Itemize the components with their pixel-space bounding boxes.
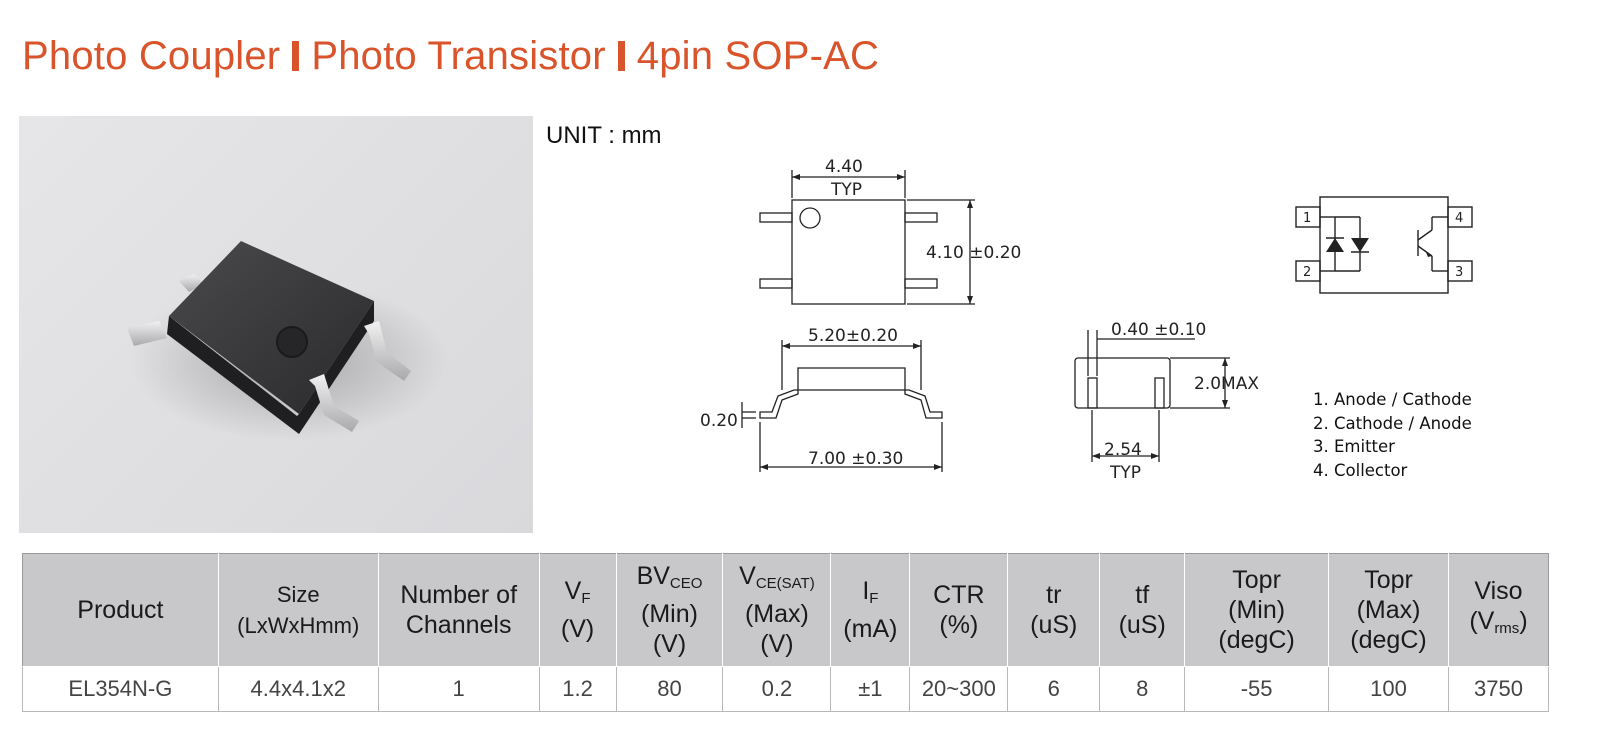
dim-side-body: 5.20±0.20 — [808, 326, 898, 346]
table-row: EL354N-G 4.4x4.1x2 1 1.2 80 0.2 ±1 20~30… — [22, 666, 1550, 712]
dim-side-lead: 0.20 — [700, 411, 738, 431]
cell-vcesat: 0.2 — [722, 666, 832, 712]
pin1-marker — [276, 326, 308, 358]
chip-lead — [127, 321, 167, 346]
top-view-pin1-marker — [799, 207, 821, 229]
col-header-topr-min: Topr(Min)(degC) — [1184, 553, 1330, 667]
col-header-if: IF(mA) — [830, 553, 911, 667]
cell-product: EL354N-G — [22, 666, 219, 712]
cell-if: ±1 — [830, 666, 911, 712]
pin-item: 2. Cathode / Anode — [1313, 413, 1472, 433]
schematic-package — [1319, 196, 1449, 294]
title-part-type: Photo Transistor — [311, 34, 606, 78]
cell-vf: 1.2 — [538, 666, 617, 712]
page-title: Photo Coupler Photo Transistor 4pin SOP-AC — [22, 34, 879, 79]
chip-lead — [364, 321, 411, 381]
cell-topr-max: 100 — [1328, 666, 1449, 712]
dim-top-width: 4.40 — [825, 157, 863, 177]
dim-top-width-typ: TYP — [830, 180, 862, 200]
cell-channels: 1 — [377, 666, 540, 712]
cell-ctr: 20~300 — [909, 666, 1009, 712]
chip-body — [169, 241, 374, 414]
circuit-schematic: 1 2 3 4 — [1295, 196, 1473, 294]
schematic-pin-label: 4 — [1455, 211, 1463, 226]
pin-item: 3. Emitter — [1313, 437, 1395, 456]
col-header-size: Size(LxWxHmm) — [217, 553, 379, 667]
col-header-viso: Viso(Vrms) — [1447, 553, 1550, 667]
end-view-body — [1074, 357, 1171, 409]
col-header-product: Product — [22, 553, 219, 667]
col-header-tr: tr(uS) — [1007, 553, 1101, 667]
dim-side-total: 7.00 ±0.30 — [808, 449, 903, 469]
col-header-bvceo: BVCEO(Min)(V) — [615, 553, 724, 667]
dimension-drawing: 4.40 TYP 4.10 ±0.20 5.20±0.20 7.00 ±0.30… — [700, 157, 1259, 483]
led-diode — [1351, 238, 1369, 252]
dim-end-height: 2.0MAX — [1194, 374, 1259, 394]
dim-end-pitch: 2.54 — [1104, 440, 1142, 460]
col-header-vcesat: VCE(SAT)(Max)(V) — [722, 553, 832, 667]
unit-label: UNIT : mm — [546, 122, 662, 149]
col-header-tf: tf(uS) — [1099, 553, 1186, 667]
chip-lead — [179, 274, 204, 292]
cell-topr-min: -55 — [1184, 666, 1330, 712]
col-header-topr-max: Topr(Max)(degC) — [1328, 553, 1449, 667]
led-diode — [1326, 238, 1344, 252]
schematic-pin-label: 1 — [1303, 211, 1311, 226]
chip-lead — [309, 374, 359, 432]
pin-item: 4. Collector — [1313, 460, 1408, 480]
title-part-category: Photo Coupler — [22, 34, 281, 78]
cell-tr: 6 — [1007, 666, 1101, 712]
dim-end-lead: 0.40 ±0.10 — [1111, 320, 1206, 340]
schematic-pin-label: 2 — [1303, 265, 1311, 280]
pin-item: 1. Anode / Cathode — [1313, 390, 1472, 409]
dim-top-height: 4.10 ±0.20 — [926, 243, 1021, 263]
product-photo — [19, 116, 533, 533]
pin-description-list: 1. Anode / Cathode 2. Cathode / Anode 3.… — [1313, 388, 1472, 482]
col-header-ctr: CTR(%) — [909, 553, 1009, 667]
cell-size: 4.4x4.1x2 — [217, 666, 379, 712]
cell-viso: 3750 — [1447, 666, 1550, 712]
col-header-vf: VF(V) — [538, 553, 617, 667]
top-view-body — [791, 199, 906, 305]
schematic-pin-label: 3 — [1455, 265, 1463, 280]
title-separator — [617, 41, 625, 71]
title-separator — [292, 41, 300, 71]
title-part-package: 4pin SOP-AC — [636, 34, 880, 78]
cell-tf: 8 — [1099, 666, 1186, 712]
chip-illustration — [127, 241, 449, 441]
dim-end-pitch-typ: TYP — [1109, 463, 1141, 483]
cell-bvceo: 80 — [615, 666, 724, 712]
